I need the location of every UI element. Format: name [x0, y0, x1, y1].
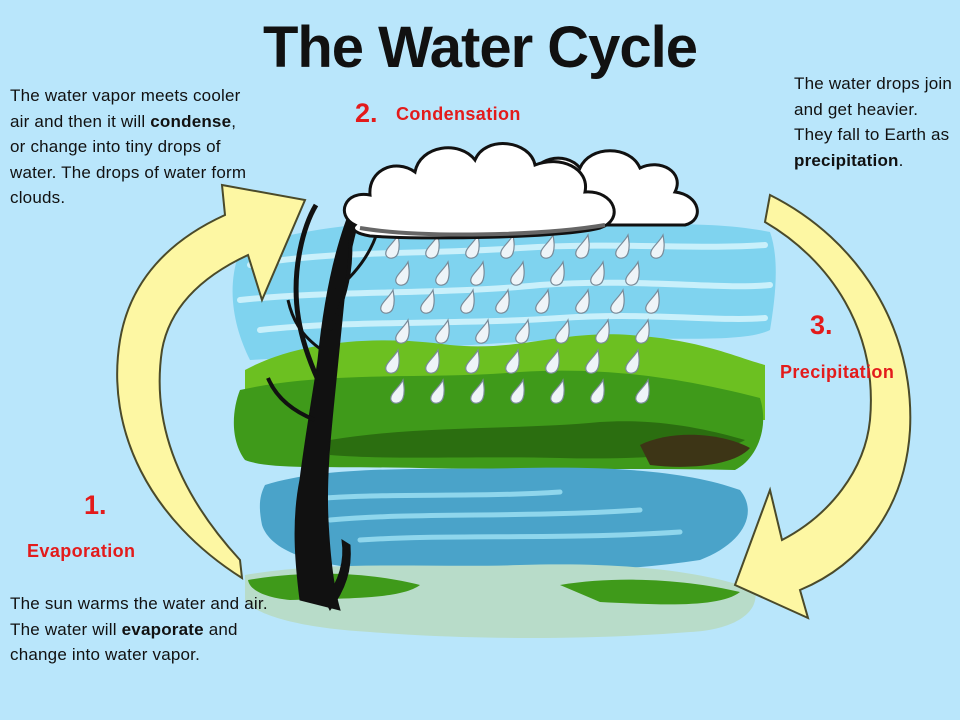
step-2-name: Condensation [396, 104, 521, 124]
raindrop-icon [395, 318, 410, 344]
raindrop-icon [435, 318, 450, 344]
raindrop-icon [470, 378, 485, 404]
raindrop-icon [385, 348, 400, 374]
raindrop-icon [550, 378, 565, 404]
raindrop-icon [610, 288, 625, 314]
raindrop-icon [545, 348, 560, 374]
precipitation-text-end: . [898, 150, 904, 170]
condensation-keyword: condense [150, 111, 232, 131]
mud-bank [640, 434, 750, 467]
raindrop-icon [390, 378, 405, 404]
step-2-number: 2. [355, 98, 378, 128]
tree-icon [266, 194, 380, 611]
raindrop-icon [505, 348, 520, 374]
raindrop-icon [585, 348, 600, 374]
raindrop-icon [510, 378, 525, 404]
step-3-name: Precipitation [780, 362, 895, 382]
condensation-text-end: , or change into tiny drops of water. Th… [10, 111, 247, 208]
arrow-evaporation-to-condensation [116, 183, 307, 580]
raindrop-icon [625, 260, 640, 286]
raindrop-icon [380, 288, 395, 314]
precipitation-description: The water drops join and get heavier. Th… [794, 71, 954, 173]
condensation-text-start: The water vapor meets cooler air and the… [10, 86, 241, 131]
raindrop-icon [425, 348, 440, 374]
lake-ripples [297, 489, 683, 543]
evaporation-text-end: and change into water vapor. [10, 619, 238, 665]
cloud-icon [342, 142, 699, 240]
raindrop-icon [470, 260, 485, 286]
raindrop-icon [535, 288, 550, 314]
raindrop-icon [540, 233, 555, 259]
arrow-precipitation-to-evaporation [733, 193, 912, 620]
page-title: The Water Cycle [262, 15, 698, 80]
raindrop-icon [495, 288, 510, 314]
raindrop-icon [385, 233, 400, 259]
step-1-number: 1. [84, 490, 107, 520]
evaporation-keyword: evaporate [121, 619, 204, 639]
raindrop-icon [550, 260, 565, 286]
raindrop-icon [575, 233, 590, 259]
raindrop-icon [635, 318, 650, 344]
rain-drops [380, 233, 665, 404]
raindrop-icon [465, 348, 480, 374]
step-3-number: 3. [810, 310, 833, 340]
raindrop-icon [515, 318, 530, 344]
raindrop-icon [460, 288, 475, 314]
raindrop-icon [590, 260, 605, 286]
raindrop-icon [475, 318, 490, 344]
foreground-grass [248, 573, 740, 605]
raindrop-icon [635, 378, 650, 404]
raindrop-icon [425, 233, 440, 259]
condensation-description: The water vapor meets cooler air and the… [10, 83, 255, 211]
raindrop-icon [595, 318, 610, 344]
cycle-arrow-icon [116, 183, 912, 620]
precipitation-text-start: The water drops join and get heavier. Th… [794, 74, 953, 144]
raindrop-icon [420, 288, 435, 314]
evaporation-description: The sun warms the water and air. The wat… [10, 591, 272, 668]
evaporation-text-start: The sun warms the water and air. The wat… [10, 594, 268, 639]
step-1-name: Evaporation [27, 541, 136, 561]
raindrop-icon [500, 233, 515, 259]
raindrop-icon [435, 260, 450, 286]
raindrop-icon [395, 260, 410, 286]
grass-shadow [330, 421, 745, 459]
raindrop-icon [555, 318, 570, 344]
raindrop-icon [430, 378, 445, 404]
raindrop-icon [510, 260, 525, 286]
raindrop-icon [465, 233, 480, 259]
raindrop-icon [615, 233, 630, 259]
raindrop-icon [575, 288, 590, 314]
raindrop-icon [650, 233, 665, 259]
precipitation-keyword: precipitation [794, 150, 899, 170]
raindrop-icon [590, 378, 605, 404]
raindrop-icon [625, 348, 640, 374]
raindrop-icon [645, 288, 660, 314]
